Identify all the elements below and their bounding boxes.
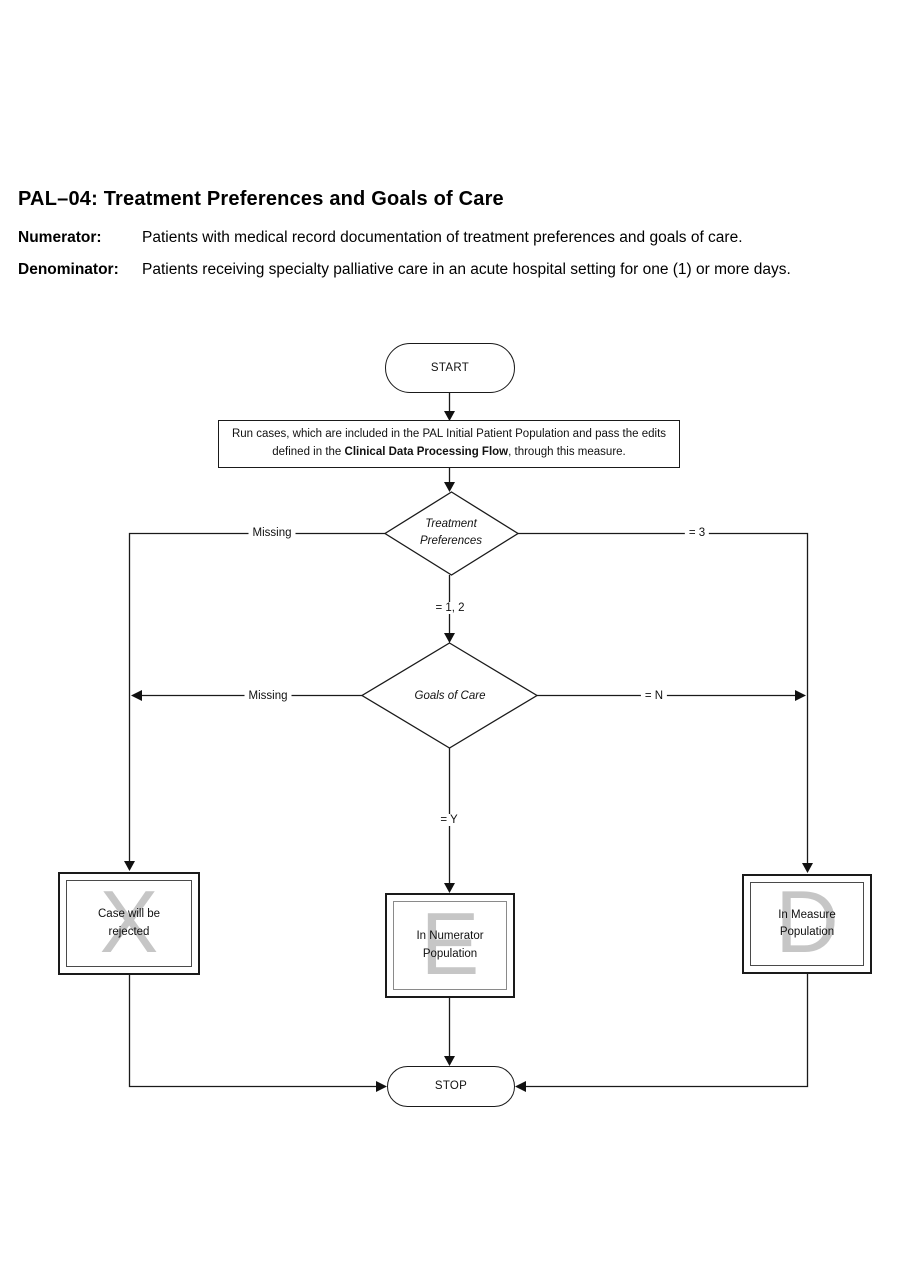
- decision1-shape: [383, 491, 520, 576]
- page-title: PAL–04: Treatment Preferences and Goals …: [18, 188, 504, 210]
- outcome-numerator-box: E In Numerator Population: [385, 893, 515, 998]
- process-node: Run cases, which are included in the PAL…: [218, 420, 680, 468]
- edge-label-d2-eqY: = Y: [436, 814, 462, 826]
- process-text-before: Run cases, which are included in the PAL…: [231, 428, 667, 458]
- rejected-caption: Case will be rejected: [98, 908, 160, 938]
- stop-node: STOP: [387, 1066, 515, 1107]
- edge-label-d2-eqN: = N: [640, 690, 668, 702]
- start-label: START: [430, 361, 470, 374]
- decision1-label: Treatment Preferences: [419, 518, 482, 548]
- outcome-measure-inner: D In Measure Population: [750, 882, 864, 966]
- numerator-row: Numerator: Patients with medical record d…: [18, 229, 890, 247]
- edge-label-d1-eq12: = 1, 2: [431, 602, 469, 614]
- measure-watermark-d: D: [775, 882, 839, 966]
- outcome-numerator-inner: E In Numerator Population: [393, 901, 507, 990]
- numerator-caption: In Numerator Population: [416, 930, 484, 960]
- numerator-label: Numerator:: [18, 229, 102, 246]
- rejected-watermark-x: X: [99, 880, 159, 967]
- decision2-shape: [360, 642, 539, 749]
- denominator-text: Patients receiving specialty palliative …: [142, 261, 791, 278]
- outcome-rejected-box: X Case will be rejected: [58, 872, 200, 975]
- process-text-after: , through this measure.: [508, 446, 626, 458]
- outcome-measure-box: D In Measure Population: [742, 874, 872, 974]
- process-text-bold: Clinical Data Processing Flow: [344, 446, 509, 458]
- outcome-rejected-inner: X Case will be rejected: [66, 880, 192, 967]
- edge-label-d1-missing: Missing: [248, 527, 296, 539]
- numerator-text: Patients with medical record documentati…: [142, 229, 743, 246]
- denominator-row: Denominator: Patients receiving specialty…: [18, 261, 890, 279]
- edge-label-d2-missing: Missing: [244, 690, 292, 702]
- stop-label: STOP: [434, 1080, 468, 1093]
- process-text: Run cases, which are included in the PAL…: [227, 426, 671, 462]
- start-node: START: [385, 343, 515, 393]
- denominator-label: Denominator:: [18, 261, 119, 278]
- edge-label-d1-eq3: = 3: [684, 527, 710, 539]
- decision2-label: Goals of Care: [414, 690, 486, 702]
- measure-caption: In Measure Population: [778, 908, 836, 938]
- numerator-watermark-e: E: [420, 901, 480, 990]
- arrowheads: [124, 411, 813, 1092]
